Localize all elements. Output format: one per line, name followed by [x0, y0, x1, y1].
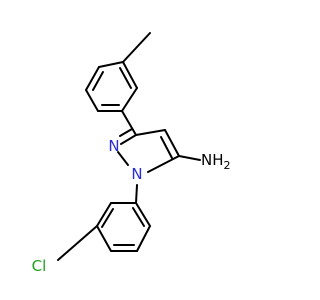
bond-tolyl-d1	[92, 71, 104, 91]
bond-tolyl-2	[85, 66, 100, 91]
atom-label-amine: NH2	[201, 151, 231, 172]
bond-tolyl-3	[85, 89, 99, 112]
bond-cl-ring-5	[136, 225, 151, 252]
bond-n1-aryl	[135, 184, 138, 204]
structure-canvas: N N NH2 Cl	[31, 32, 231, 275]
bond-c3-c4	[135, 129, 166, 136]
bond-tolyl-1	[98, 61, 124, 68]
atom-label-nitrogen-ring-1: N	[131, 165, 142, 183]
bond-c-cl	[57, 225, 98, 261]
bond-c4-c5-d	[160, 136, 173, 159]
bond-cl-ring-d1	[101, 208, 114, 228]
bond-c3-n2	[120, 134, 137, 145]
bond-methyl	[122, 32, 151, 63]
atom-label-nitrogen-ring-2: N	[108, 137, 119, 155]
bond-c5-nh2	[178, 155, 201, 161]
bond-layer	[57, 32, 201, 261]
bond-tolyl-6	[122, 61, 138, 89]
amine-label-subscript: 2	[224, 159, 231, 172]
bond-c3-n2-d	[119, 128, 133, 137]
bond-tolyl-d3	[119, 67, 132, 89]
bond-cl-ring-6	[135, 202, 151, 227]
atom-label-chlorine: Cl	[32, 257, 47, 275]
bond-n1-n2	[117, 151, 129, 166]
bond-c5-n1	[147, 155, 180, 173]
molecule-structure: N N NH2 Cl	[32, 32, 231, 275]
bond-cl-ring-3	[96, 225, 112, 252]
amine-label-main: NH	[201, 151, 224, 169]
bond-cl-ring-d3	[132, 207, 145, 227]
bond-tolyl-5	[121, 87, 138, 112]
bond-tolyl-pyrazole	[121, 110, 137, 136]
bond-cl-ring-2	[96, 202, 112, 227]
bond-c4-c5	[164, 129, 180, 157]
